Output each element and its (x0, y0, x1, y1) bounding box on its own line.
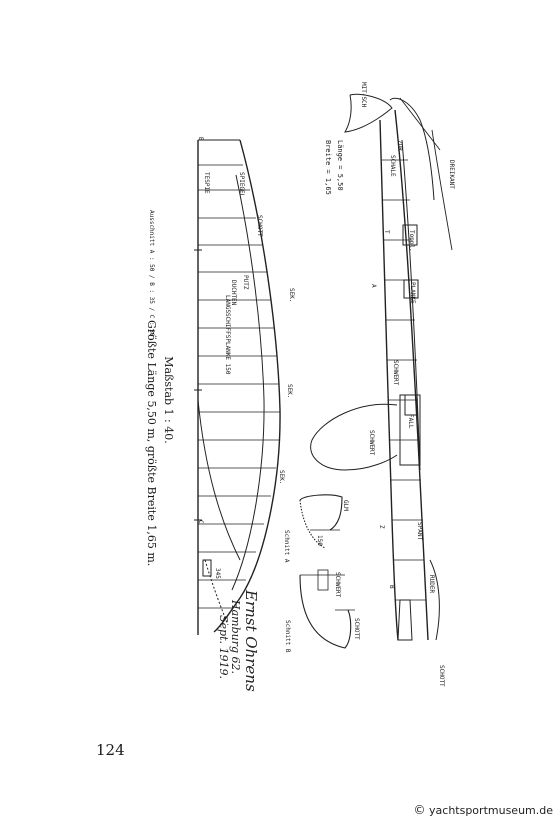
copyright-icon: © (413, 803, 426, 817)
svg-text:SPANT: SPANT (416, 522, 423, 540)
svg-text:TESPIE: TESPIE (203, 172, 210, 194)
signature-sub2: Sept. 1919. (217, 615, 230, 679)
svg-text:A: A (370, 284, 377, 288)
svg-text:FALL: FALL (407, 414, 414, 429)
section-a-label: Schnitt A (283, 530, 290, 563)
caption: Maßstab 1 : 40. Größte Länge 5,50 m, grö… (145, 320, 175, 567)
dims-beam: Breite = 1,65 (324, 140, 332, 195)
caption-scale: Maßstab 1 : 40. (162, 356, 175, 444)
profile-section (310, 93, 453, 641)
svg-text:B: B (388, 585, 395, 589)
half-breadth-plan (194, 139, 281, 635)
svg-text:SCHALE: SCHALE (389, 155, 396, 177)
svg-text:ZUR: ZUR (396, 140, 403, 151)
watermark-text: yachtsportmuseum.de (429, 804, 553, 817)
svg-text:MIT-SCH: MIT-SCH (360, 82, 367, 108)
signature: Ernst Ohrens (242, 589, 260, 692)
svg-text:Z: Z (378, 525, 385, 529)
svg-text:DUCHTEN: DUCHTEN (230, 280, 237, 306)
signature-sub1: Hamburg 62. (229, 599, 242, 674)
dims-length: Länge = 5,50 (336, 140, 344, 191)
scale-note: Ausschnitt A : 50 / B : 35 / C : 50 (148, 210, 155, 337)
svg-text:PUTZ: PUTZ (242, 275, 249, 290)
svg-text:SEK.: SEK. (278, 470, 285, 484)
svg-text:SPIEGEL: SPIEGEL (238, 172, 245, 198)
watermark: © yachtsportmuseum.de (414, 803, 553, 817)
svg-text:SEK.: SEK. (288, 288, 295, 302)
svg-text:LANGSSCHIFFSPLANKE 150: LANGSSCHIFFSPLANKE 150 (224, 295, 231, 375)
half-breadth-labels: B TESPIE SPIEGEL SCHOTT PUTZ DUCHTEN LAN… (197, 137, 295, 579)
svg-text:345: 345 (214, 568, 221, 579)
cross-section-labels: Schnitt A Schnitt B GLM 150 SCHWERT SCHO… (283, 500, 360, 653)
svg-text:B: B (197, 137, 204, 141)
svg-text:SCHWERT: SCHWERT (368, 430, 375, 456)
svg-text:Toppl.: Toppl. (408, 230, 415, 252)
svg-text:GLM: GLM (342, 500, 349, 511)
svg-text:SCHWERT: SCHWERT (334, 572, 341, 598)
svg-text:PLANKE: PLANKE (409, 282, 416, 304)
svg-text:C: C (197, 520, 204, 524)
svg-text:RUDER: RUDER (428, 575, 435, 593)
svg-text:SCHWERT: SCHWERT (392, 360, 399, 386)
svg-text:SEK.: SEK. (286, 384, 293, 398)
cross-sections (299, 494, 355, 649)
signature-block: Ernst Ohrens Hamburg 62. Sept. 1919. (217, 589, 260, 692)
svg-text:SCHOTT: SCHOTT (256, 215, 263, 237)
page-number: 124 (96, 741, 125, 759)
dimension-notes: Länge = 5,50 Breite = 1,65 Ausschnitt A … (148, 140, 344, 337)
section-b-label: Schnitt B (284, 620, 291, 653)
caption-dimensions: Größte Länge 5,50 m, größte Breite 1,65 … (145, 320, 158, 567)
svg-text:SCHOTT: SCHOTT (353, 618, 360, 640)
svg-text:T: T (383, 230, 390, 234)
svg-text:SCHOTT: SCHOTT (438, 665, 445, 687)
svg-text:150: 150 (316, 535, 323, 546)
profile-labels: MIT-SCH DREIKANT ZUR SCHALE T Toppl. PLA… (360, 82, 455, 687)
svg-text:DREIKANT: DREIKANT (448, 160, 455, 189)
